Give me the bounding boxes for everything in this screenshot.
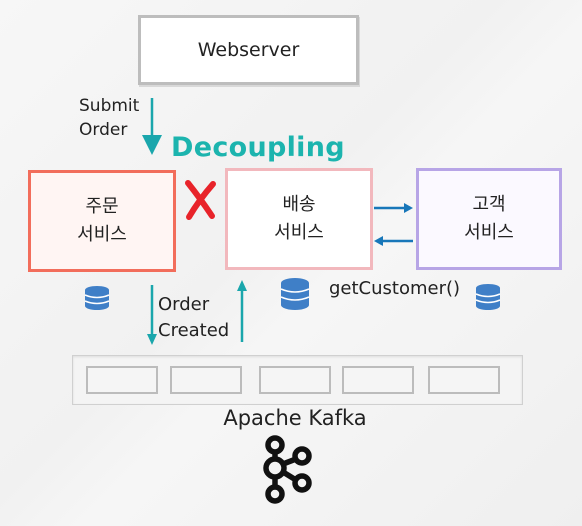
customer-service-line1: 고객 — [472, 194, 506, 215]
shipping-database-icon — [280, 278, 310, 310]
decoupling-label: Decoupling — [171, 132, 345, 163]
kafka-partition-slot — [342, 366, 414, 394]
order-service-box: 주문 서비스 — [28, 170, 176, 272]
submit-order-line2: Order — [79, 120, 128, 140]
customer-service-box: 고객 서비스 — [416, 168, 562, 270]
kafka-logo-icon — [263, 435, 312, 504]
kafka-partition-slot — [428, 366, 500, 394]
kafka-to-shipping-up-arrow — [237, 280, 247, 342]
submit-order-line1: Submit — [79, 96, 140, 116]
customer-to-shipping-arrow — [374, 236, 413, 246]
kafka-partition-slot — [86, 366, 158, 394]
kafka-partition-slot — [170, 366, 242, 394]
kafka-topic-bar — [72, 355, 523, 405]
webserver-box: Webserver — [138, 15, 359, 85]
order-created-line1: Order — [158, 294, 210, 315]
kafka-partition-slot — [259, 366, 331, 394]
order-service-line1: 주문 — [85, 196, 119, 217]
order-created-label: Order Created — [158, 292, 229, 344]
order-created-down-arrow — [147, 285, 157, 345]
webserver-label: Webserver — [197, 39, 300, 61]
shipping-service-line1: 배송 — [282, 194, 316, 215]
customer-service-line2: 서비스 — [464, 222, 514, 243]
shipping-service-line2: 서비스 — [274, 222, 324, 243]
blocked-x-icon — [185, 180, 216, 220]
shipping-to-customer-arrow — [374, 203, 413, 213]
order-created-line2: Created — [158, 320, 230, 341]
kafka-label: Apache Kafka — [223, 406, 367, 430]
shipping-service-box: 배송 서비스 — [225, 168, 373, 270]
customer-database-icon — [475, 284, 501, 310]
submit-order-label: Submit Order — [79, 94, 139, 142]
get-customer-label: getCustomer() — [329, 278, 461, 299]
order-database-icon — [84, 286, 110, 310]
order-service-line2: 서비스 — [77, 224, 127, 245]
